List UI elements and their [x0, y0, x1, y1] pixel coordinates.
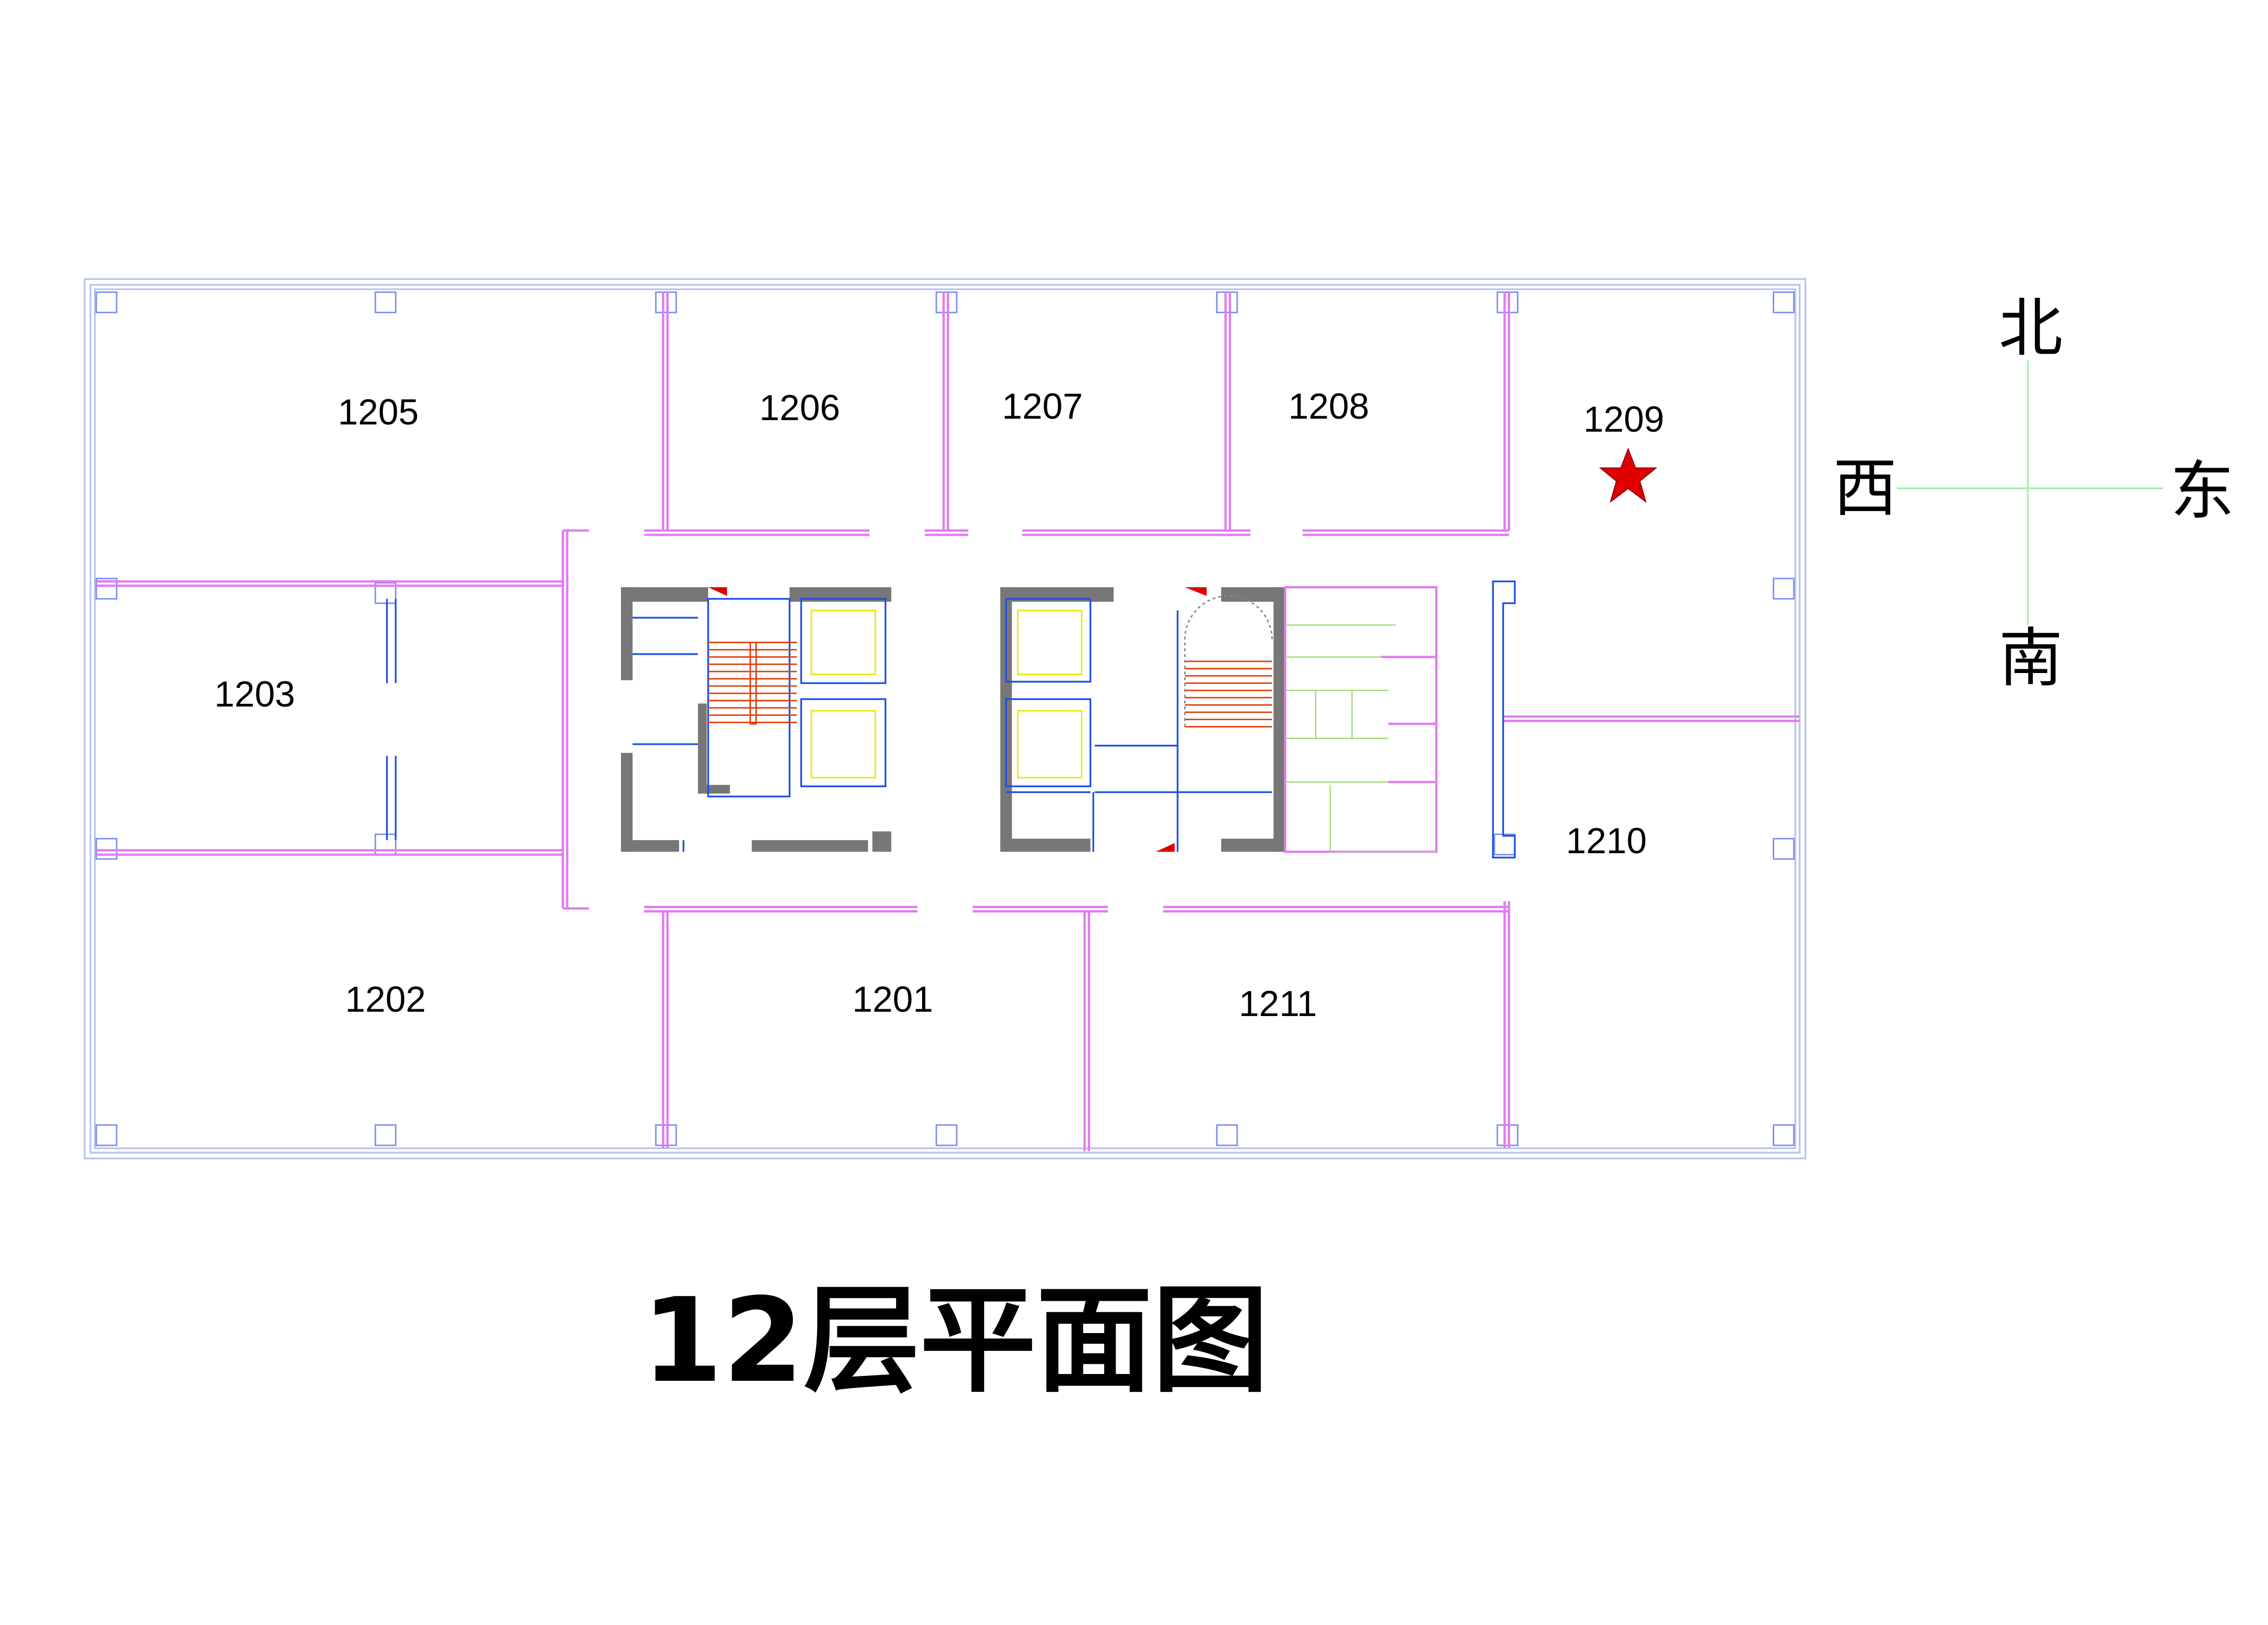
room-1203: 1203	[214, 674, 295, 714]
room-1207: 1207	[1002, 386, 1083, 426]
room-1210: 1210	[1566, 820, 1647, 861]
room-1202: 1202	[345, 979, 426, 1019]
compass-west: 西	[1833, 451, 1897, 526]
room-1206: 1206	[759, 387, 840, 428]
room-labels: 1205 1206 1207 1208 1209 1203 1210 1202 …	[214, 386, 1664, 1024]
room-1201: 1201	[852, 979, 933, 1019]
compass: 北 西 东 南	[1833, 291, 2234, 696]
compass-south: 南	[1999, 621, 2063, 696]
room-1205: 1205	[338, 392, 419, 432]
outer-wall	[83, 278, 1806, 1160]
compass-east: 东	[2170, 454, 2234, 528]
core-right-stair-elevators-restrooms	[1000, 586, 1437, 853]
star-icon	[1599, 447, 1658, 503]
partition-walls	[96, 292, 1800, 1151]
room-1209: 1209	[1583, 399, 1664, 439]
plan-title: 12层平面图	[642, 1273, 1268, 1408]
compass-north: 北	[1999, 291, 2063, 366]
room-1211: 1211	[1239, 983, 1317, 1024]
room-1208: 1208	[1288, 386, 1369, 426]
core-left-stair-elevators	[621, 587, 892, 852]
